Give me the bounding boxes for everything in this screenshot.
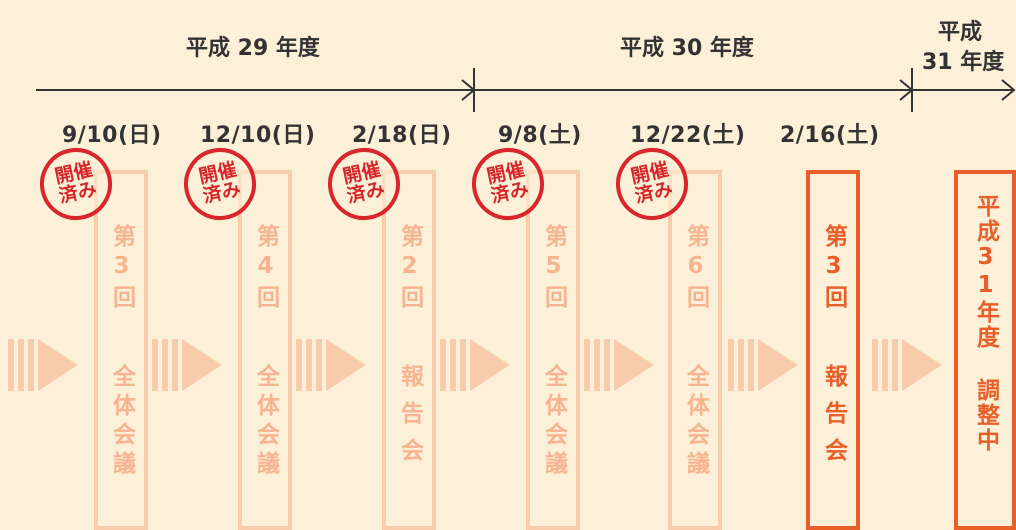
year-label-h30: 平成 30 年度 bbox=[620, 36, 754, 61]
event-card-title: 第3回 bbox=[108, 224, 135, 314]
event-card-7: 平成31年度 調整中 bbox=[954, 170, 1016, 530]
event-card-type: 全体会議 bbox=[540, 364, 567, 480]
date-4: 9/8(土) bbox=[498, 123, 582, 148]
event-card-title: 第6回 bbox=[682, 224, 709, 314]
year-label-h31-line1: 平成 bbox=[938, 20, 983, 45]
date-5: 12/22(土) bbox=[630, 123, 746, 148]
event-card-type: 全体会議 bbox=[682, 364, 709, 480]
event-card-type: 報告会 bbox=[820, 364, 847, 475]
event-card-title: 平成31年度 bbox=[972, 194, 999, 350]
date-2: 12/10(日) bbox=[200, 123, 316, 148]
event-card-title: 第3回 bbox=[820, 224, 847, 314]
event-card-6: 第3回 報告会 bbox=[806, 170, 860, 530]
event-card-type: 全体会議 bbox=[108, 364, 135, 480]
flow-arrow-5 bbox=[584, 339, 654, 391]
flow-arrow-4 bbox=[440, 339, 510, 391]
date-1: 9/10(日) bbox=[62, 123, 162, 148]
event-card-type: 報告会 bbox=[396, 364, 423, 475]
event-card-type: 調整中 bbox=[972, 378, 999, 453]
timeline-arrowhead-h31 bbox=[1001, 79, 1016, 101]
flow-arrow-6 bbox=[728, 339, 798, 391]
flow-arrow-3 bbox=[296, 339, 366, 391]
event-card-1: 第3回 全体会議 bbox=[94, 170, 148, 530]
date-3: 2/18(日) bbox=[352, 123, 452, 148]
event-card-title: 第4回 bbox=[252, 224, 279, 314]
event-card-type: 全体会議 bbox=[252, 364, 279, 480]
event-card-2: 第4回 全体会議 bbox=[238, 170, 292, 530]
event-card-5: 第6回 全体会議 bbox=[668, 170, 722, 530]
flow-arrow-7 bbox=[872, 339, 942, 391]
timeline bbox=[36, 68, 1016, 112]
event-card-3: 第2回 報告会 bbox=[382, 170, 436, 530]
year-label-h31-line2: 31 年度 bbox=[922, 50, 1005, 75]
event-card-4: 第5回 全体会議 bbox=[526, 170, 580, 530]
date-6: 2/16(土) bbox=[780, 123, 880, 148]
event-card-title: 第5回 bbox=[540, 224, 567, 314]
flow-arrow-2 bbox=[152, 339, 222, 391]
year-label-h29: 平成 29 年度 bbox=[186, 36, 320, 61]
flow-arrow-1 bbox=[8, 339, 78, 391]
event-card-title: 第2回 bbox=[396, 224, 423, 314]
flow-arrows bbox=[8, 339, 942, 391]
